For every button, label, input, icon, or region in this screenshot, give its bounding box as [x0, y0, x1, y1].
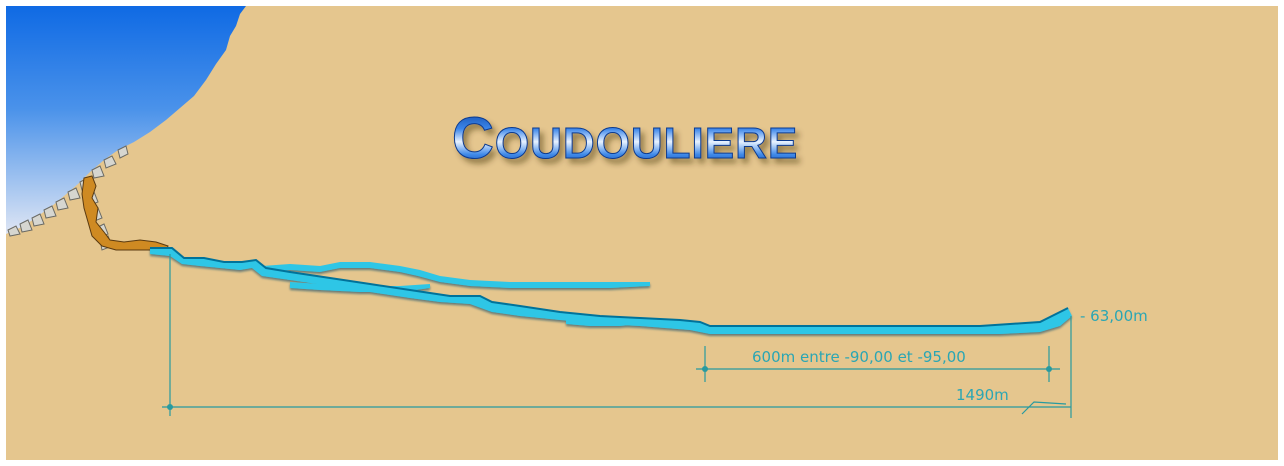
title-first-letter: C: [452, 106, 495, 171]
dimension-dots: [167, 366, 1052, 410]
upper-branch: [262, 262, 650, 288]
sea-area: [6, 6, 246, 234]
ground-background: [6, 6, 1278, 460]
end-depth-label: - 63,00m: [1080, 307, 1148, 325]
entrance-passage: [81, 175, 169, 253]
total-length-label: 1490m: [956, 386, 1009, 404]
dimension-lines: [162, 254, 1072, 418]
gallery-ceiling-line: [150, 247, 1069, 327]
cave-galleries: [150, 247, 1072, 334]
title-rest: OUDOULIERE: [495, 119, 798, 168]
deep-section-label: 600m entre -90,00 et -95,00: [752, 348, 966, 366]
middle-branch: [290, 282, 430, 292]
lower-branch: [566, 318, 640, 326]
slope-mark: [1021, 401, 1067, 415]
diagram-title: COUDOULIERE: [452, 106, 798, 171]
